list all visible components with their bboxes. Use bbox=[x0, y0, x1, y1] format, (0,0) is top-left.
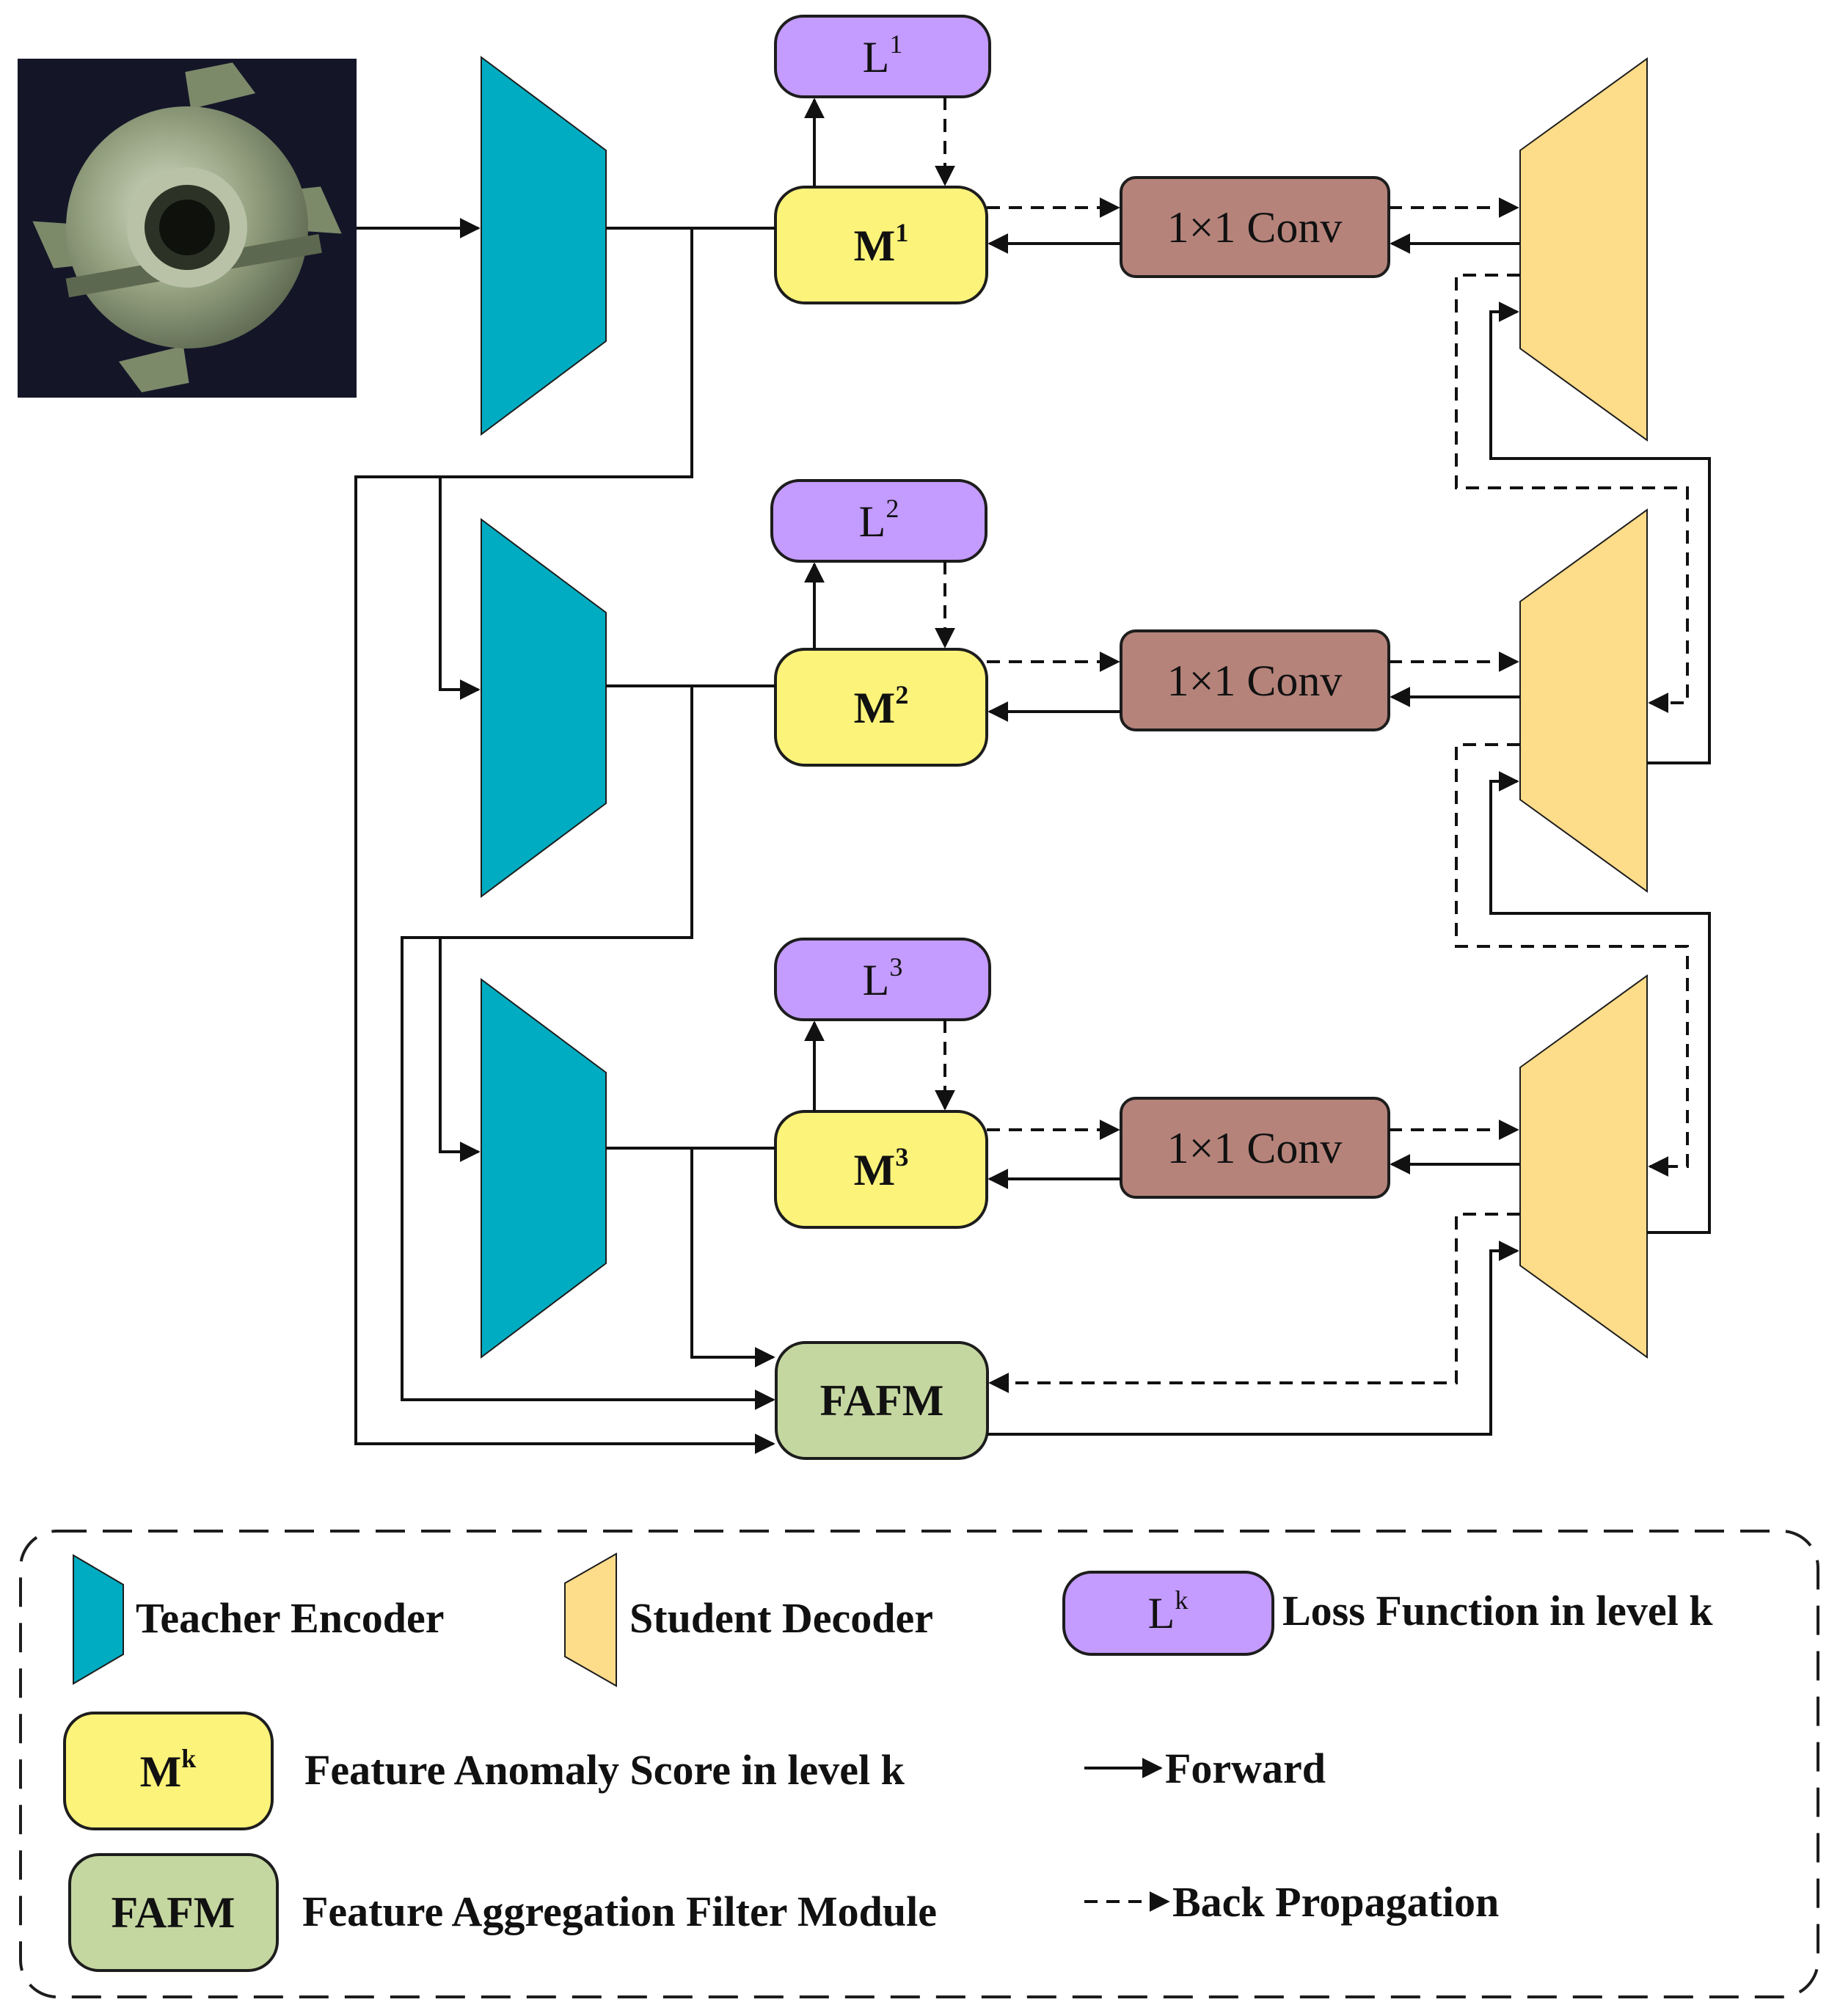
conv-label-2: 1×1 Conv bbox=[1167, 657, 1343, 705]
legend-score-box bbox=[63, 1712, 274, 1830]
score-box-3 bbox=[774, 1110, 988, 1229]
student-decoder-2 bbox=[1519, 508, 1648, 893]
legend-student-text: Student Decoder bbox=[629, 1594, 933, 1642]
conv-box-2 bbox=[1120, 629, 1390, 731]
loss-box-1 bbox=[774, 15, 991, 98]
legend-fafm-box-label: FAFM bbox=[112, 1888, 236, 1937]
teacher-encoder-2 bbox=[481, 518, 607, 898]
metal-nut-photo-icon bbox=[18, 59, 357, 398]
loss-label-1: L1 bbox=[863, 29, 903, 81]
teacher-encoder-1 bbox=[481, 56, 607, 436]
conv-box-3 bbox=[1120, 1097, 1390, 1199]
legend: Teacher Encoder Student Decoder Lk Loss … bbox=[19, 1530, 1819, 1998]
student-decoder-1 bbox=[1519, 57, 1648, 442]
legend-loss-text: Loss Function in level k bbox=[1282, 1587, 1713, 1635]
score-box-2 bbox=[774, 648, 988, 767]
conv-box-1 bbox=[1120, 176, 1390, 278]
score-box-1 bbox=[774, 186, 988, 304]
legend-score-text: Feature Anomaly Score in level k bbox=[304, 1746, 905, 1794]
forward-connections bbox=[354, 98, 1711, 1454]
conv-label-3: 1×1 Conv bbox=[1167, 1124, 1343, 1172]
legend-fafm-box bbox=[68, 1853, 279, 1972]
loss-box-2 bbox=[770, 479, 987, 563]
score-label-2: M2 bbox=[854, 680, 909, 732]
legend-fafm-text: Feature Aggregation Filter Module bbox=[302, 1888, 937, 1935]
legend-frame bbox=[19, 1530, 1819, 1998]
legend-loss-box bbox=[1062, 1571, 1274, 1656]
fafm-label: FAFM bbox=[820, 1376, 944, 1425]
loss-box-3 bbox=[774, 938, 991, 1021]
legend-backprop-text: Back Propagation bbox=[1172, 1878, 1499, 1926]
student-decoder-3 bbox=[1519, 974, 1648, 1359]
legend-loss-box-label: Lk bbox=[1148, 1585, 1189, 1637]
legend-forward-text: Forward bbox=[1165, 1745, 1326, 1792]
legend-score-box-label: Mk bbox=[140, 1744, 197, 1796]
teacher-encoder-3 bbox=[481, 978, 607, 1359]
score-label-3: M3 bbox=[854, 1142, 909, 1194]
score-label-1: M1 bbox=[854, 218, 909, 270]
fafm-box bbox=[775, 1341, 989, 1460]
backprop-connections bbox=[935, 97, 1689, 1393]
legend-teacher-icon bbox=[73, 1554, 124, 1685]
legend-student-icon bbox=[564, 1552, 617, 1687]
loss-label-2: L2 bbox=[859, 494, 899, 546]
conv-label-1: 1×1 Conv bbox=[1167, 203, 1343, 252]
legend-teacher-text: Teacher Encoder bbox=[136, 1594, 444, 1642]
loss-label-3: L3 bbox=[863, 952, 903, 1004]
